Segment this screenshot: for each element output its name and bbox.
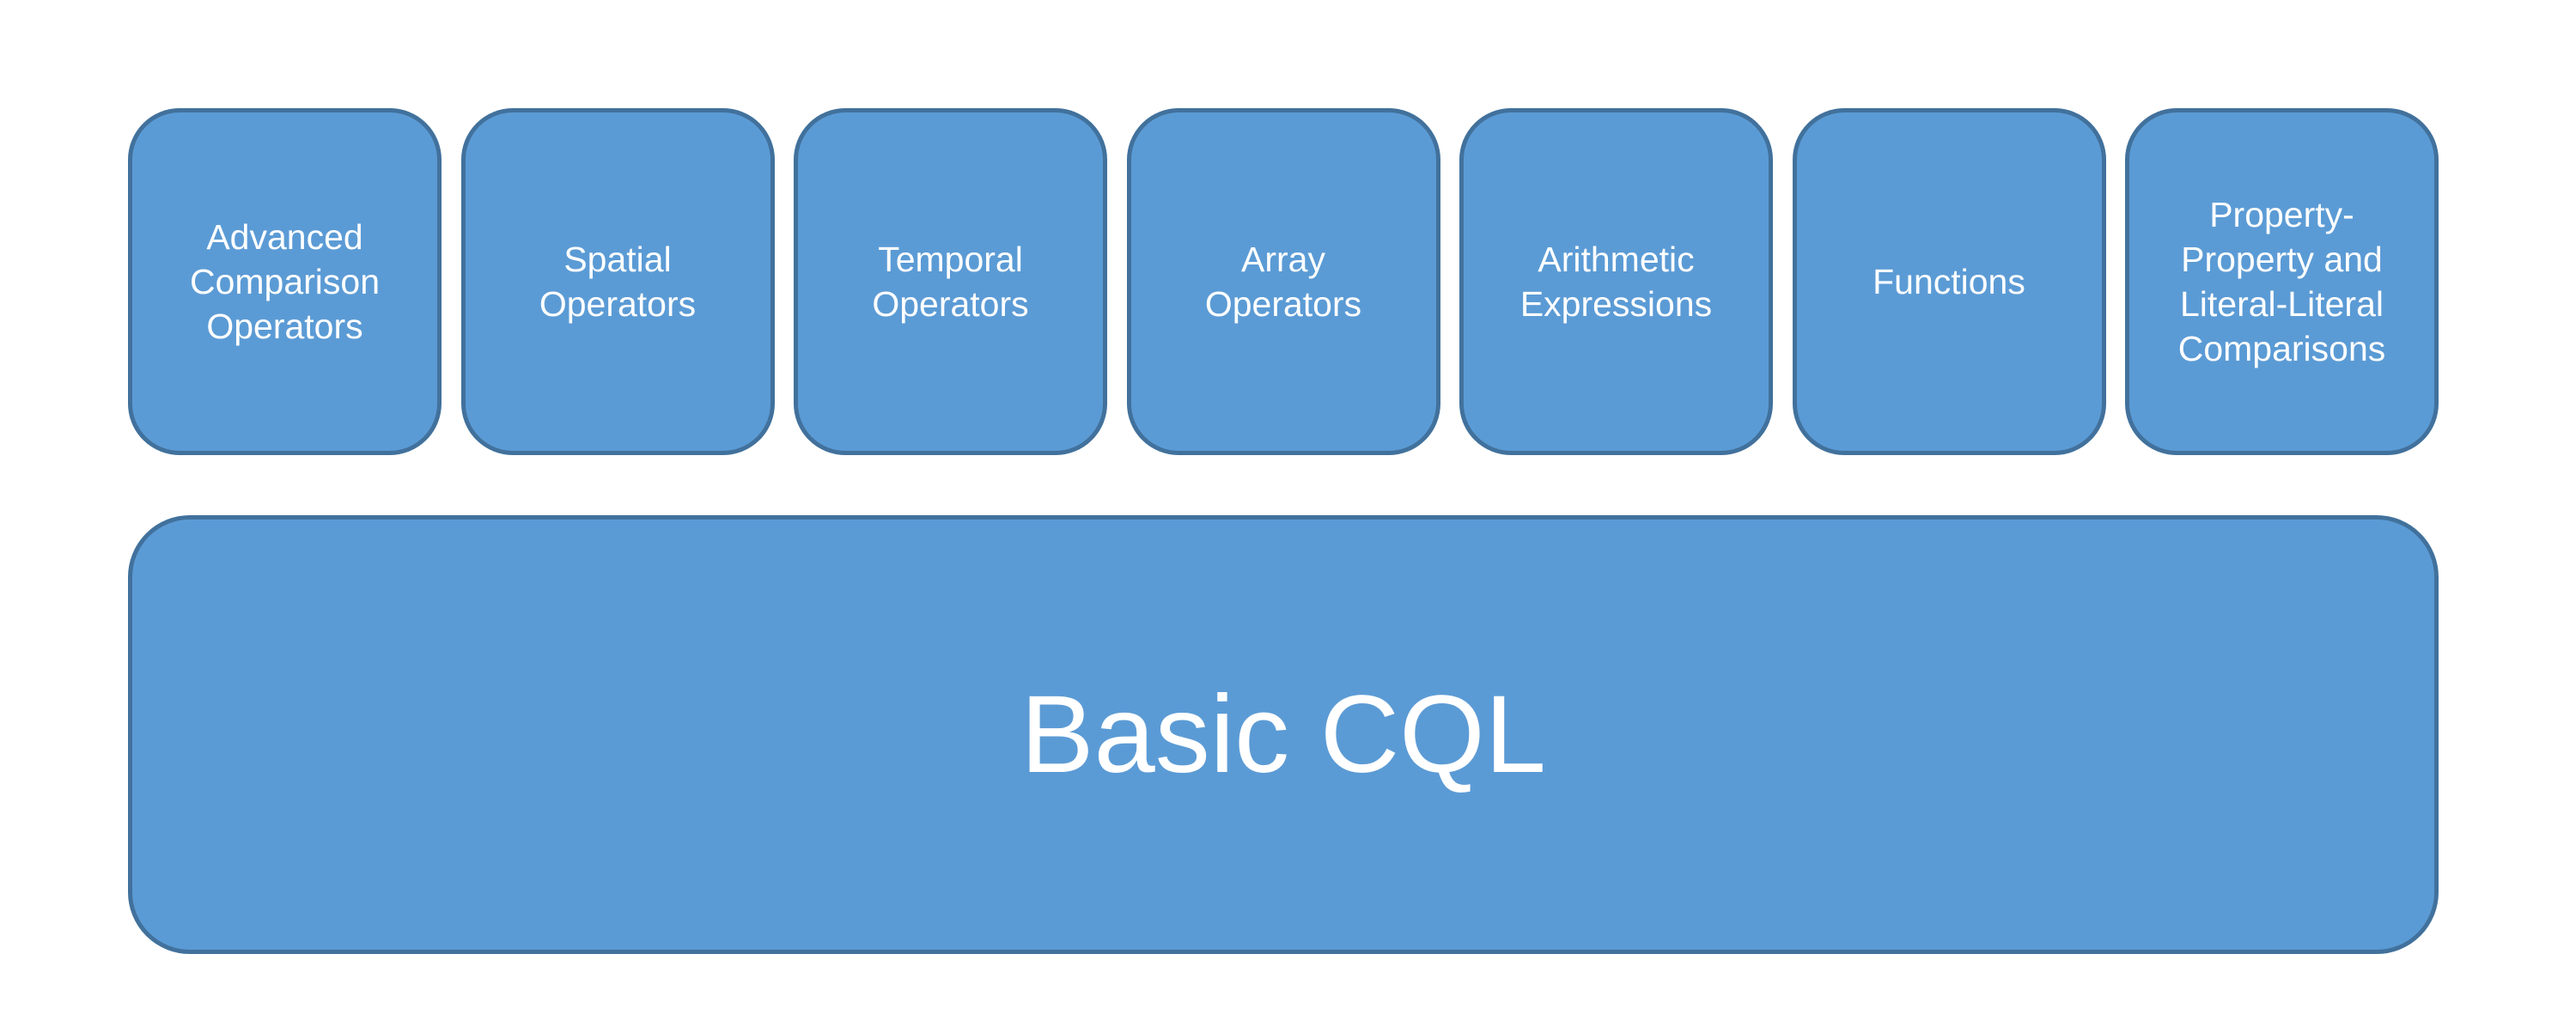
module-property-property-comparisons: Property- Property and Literal-Literal C… (2125, 108, 2439, 455)
basic-cql-base-box: Basic CQL (128, 515, 2439, 954)
module-spatial-operators: Spatial Operators (460, 108, 775, 455)
module-advanced-comparison-operators: Advanced Comparison Operators (128, 108, 442, 455)
extension-module-row: Advanced Comparison Operators Spatial Op… (128, 108, 2439, 455)
module-functions: Functions (1792, 108, 2106, 455)
module-arithmetic-expressions: Arithmetic Expressions (1459, 108, 1773, 455)
module-array-operators: Array Operators (1126, 108, 1440, 455)
module-temporal-operators: Temporal Operators (794, 108, 1107, 455)
